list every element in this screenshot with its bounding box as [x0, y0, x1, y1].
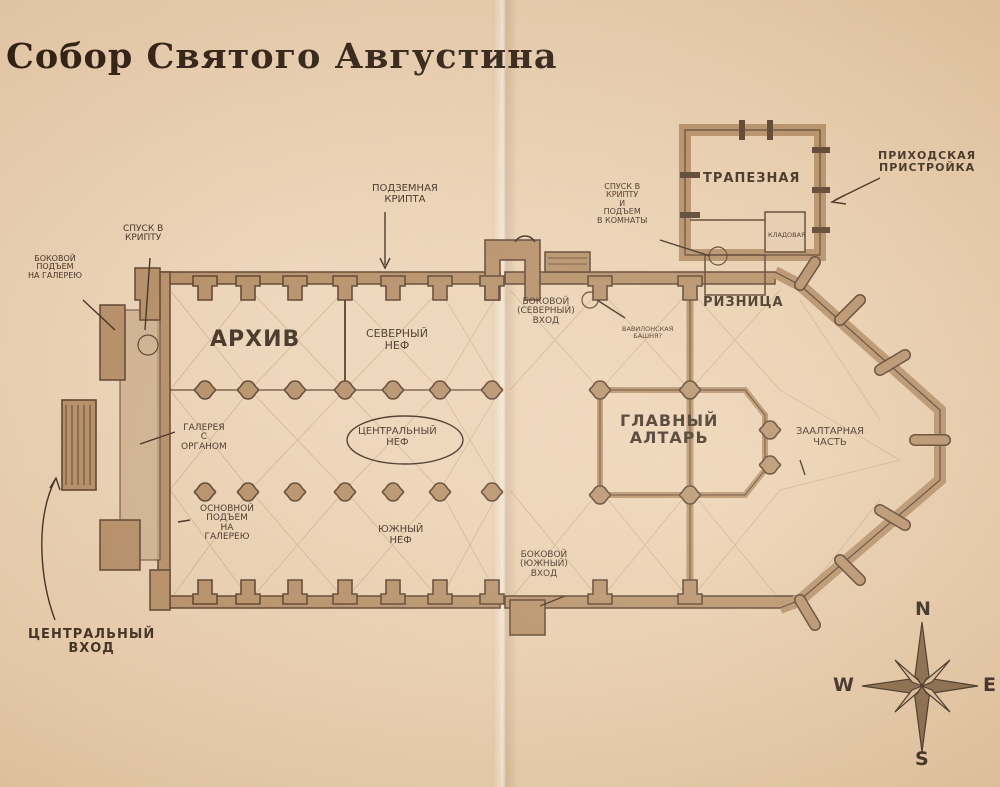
gallery-line-2: с	[200, 432, 208, 443]
label-parish-annex: ПРИХОДСКАЯ ПРИСТРОЙКА	[878, 150, 976, 173]
central-nave-line-2: неф	[386, 436, 409, 448]
babylon-line-2: башня?	[633, 331, 662, 340]
label-descent-crypt: спуск в крипту	[123, 224, 164, 244]
central-nave-line-1: центральный	[358, 426, 437, 437]
underground-crypt-line-2: крипта	[384, 193, 426, 205]
main-lift-line-3: на	[220, 522, 234, 533]
descent-rooms-line-5: в комнаты	[597, 215, 648, 225]
buttresses	[192, 256, 951, 631]
compass-north-label: N	[915, 598, 931, 620]
descent-crypt-line-1: спуск в	[123, 224, 164, 234]
side-north-line-1: боковой	[522, 297, 570, 307]
south-nave-line-1: южный	[378, 524, 424, 535]
main-altar-line-1: ГЛАВНЫЙ	[620, 411, 719, 430]
main-altar-line-2: АЛТАРЬ	[629, 427, 709, 447]
label-side-lift: боковой подъем на галерею	[28, 254, 82, 280]
label-central-entrance: ЦЕНТРАЛЬНЫЙ ВХОД	[28, 628, 155, 655]
label-archive: АРХИВ	[210, 327, 301, 352]
label-central-nave: центральный неф	[358, 426, 437, 448]
vault-lines	[169, 289, 901, 601]
side-south-line-1: боковой	[520, 550, 568, 560]
label-main-lift: основной подъем на галерею	[200, 504, 254, 543]
gallery-line-3: органом	[181, 441, 227, 452]
side-south-line-2: (южный)	[520, 559, 568, 570]
apse-line-2: часть	[813, 436, 847, 448]
apse-line-1: заалтарная	[796, 426, 864, 437]
label-side-south-entrance: боковой (южный) вход	[520, 550, 568, 579]
underground-crypt-line-1: подземная	[372, 183, 438, 194]
label-south-nave: южный неф	[378, 524, 424, 546]
parish-line-1: ПРИХОДСКАЯ	[878, 149, 977, 162]
descent-crypt-line-2: крипту	[124, 233, 162, 244]
north-nave-line-2: неф	[384, 338, 410, 352]
south-nave-line-2: неф	[389, 534, 412, 546]
label-north-nave: северный неф	[366, 328, 428, 351]
main-lift-line-1: основной	[200, 504, 254, 514]
side-north-line-3: вход	[532, 315, 560, 326]
main-lift-line-4: галерею	[204, 532, 250, 543]
central-entrance-line-1: ЦЕНТРАЛЬНЫЙ	[28, 627, 156, 642]
main-lift-line-2: подъем	[206, 513, 248, 524]
descent-rooms-line-4: подъем	[603, 207, 641, 217]
compass-south-label: S	[915, 748, 929, 770]
label-main-altar: ГЛАВНЫЙ АЛТАРЬ	[620, 411, 719, 447]
annotation-lines	[41, 177, 881, 621]
north-nave-line-1: северный	[366, 327, 428, 340]
side-lift-line-3: на галерею	[28, 270, 82, 280]
parish-annex	[137, 120, 830, 356]
compass-rose	[861, 621, 979, 753]
side-south-line-3: вход	[530, 568, 558, 579]
side-lift-line-1: боковой	[34, 254, 76, 263]
central-entrance-line-2: ВХОД	[68, 640, 115, 656]
label-babylon-tower: вавилонская башня?	[622, 326, 673, 340]
compass-west-label: W	[833, 674, 854, 696]
label-sacristy: РИЗНИЦА	[703, 295, 784, 310]
label-refectory: ТРАПЕЗНАЯ	[703, 171, 801, 186]
label-pantry: кладовая	[768, 231, 806, 239]
side-lift-line-2: подъем	[36, 262, 74, 272]
compass-east-label: E	[983, 674, 996, 696]
label-side-north-entrance: боковой (северный) вход	[517, 297, 575, 326]
gallery-line-1: галерея	[183, 423, 225, 433]
label-underground-crypt: подземная крипта	[372, 183, 438, 205]
descent-rooms-line-2: крипту	[606, 190, 639, 200]
descent-rooms-line-1: спуск в	[604, 182, 641, 191]
label-gallery-organ: галерея с органом	[181, 423, 227, 452]
parish-line-2: ПРИСТРОЙКА	[878, 160, 976, 174]
label-apse: заалтарная часть	[796, 426, 864, 448]
label-descent-rooms: спуск в крипту и подъем в комнаты	[597, 182, 648, 225]
page-title: Собор Святого Августина	[6, 36, 558, 77]
side-north-line-2: (северный)	[517, 306, 575, 317]
descent-rooms-line-3: и	[619, 198, 626, 208]
babylon-line-1: вавилонская	[622, 325, 674, 333]
